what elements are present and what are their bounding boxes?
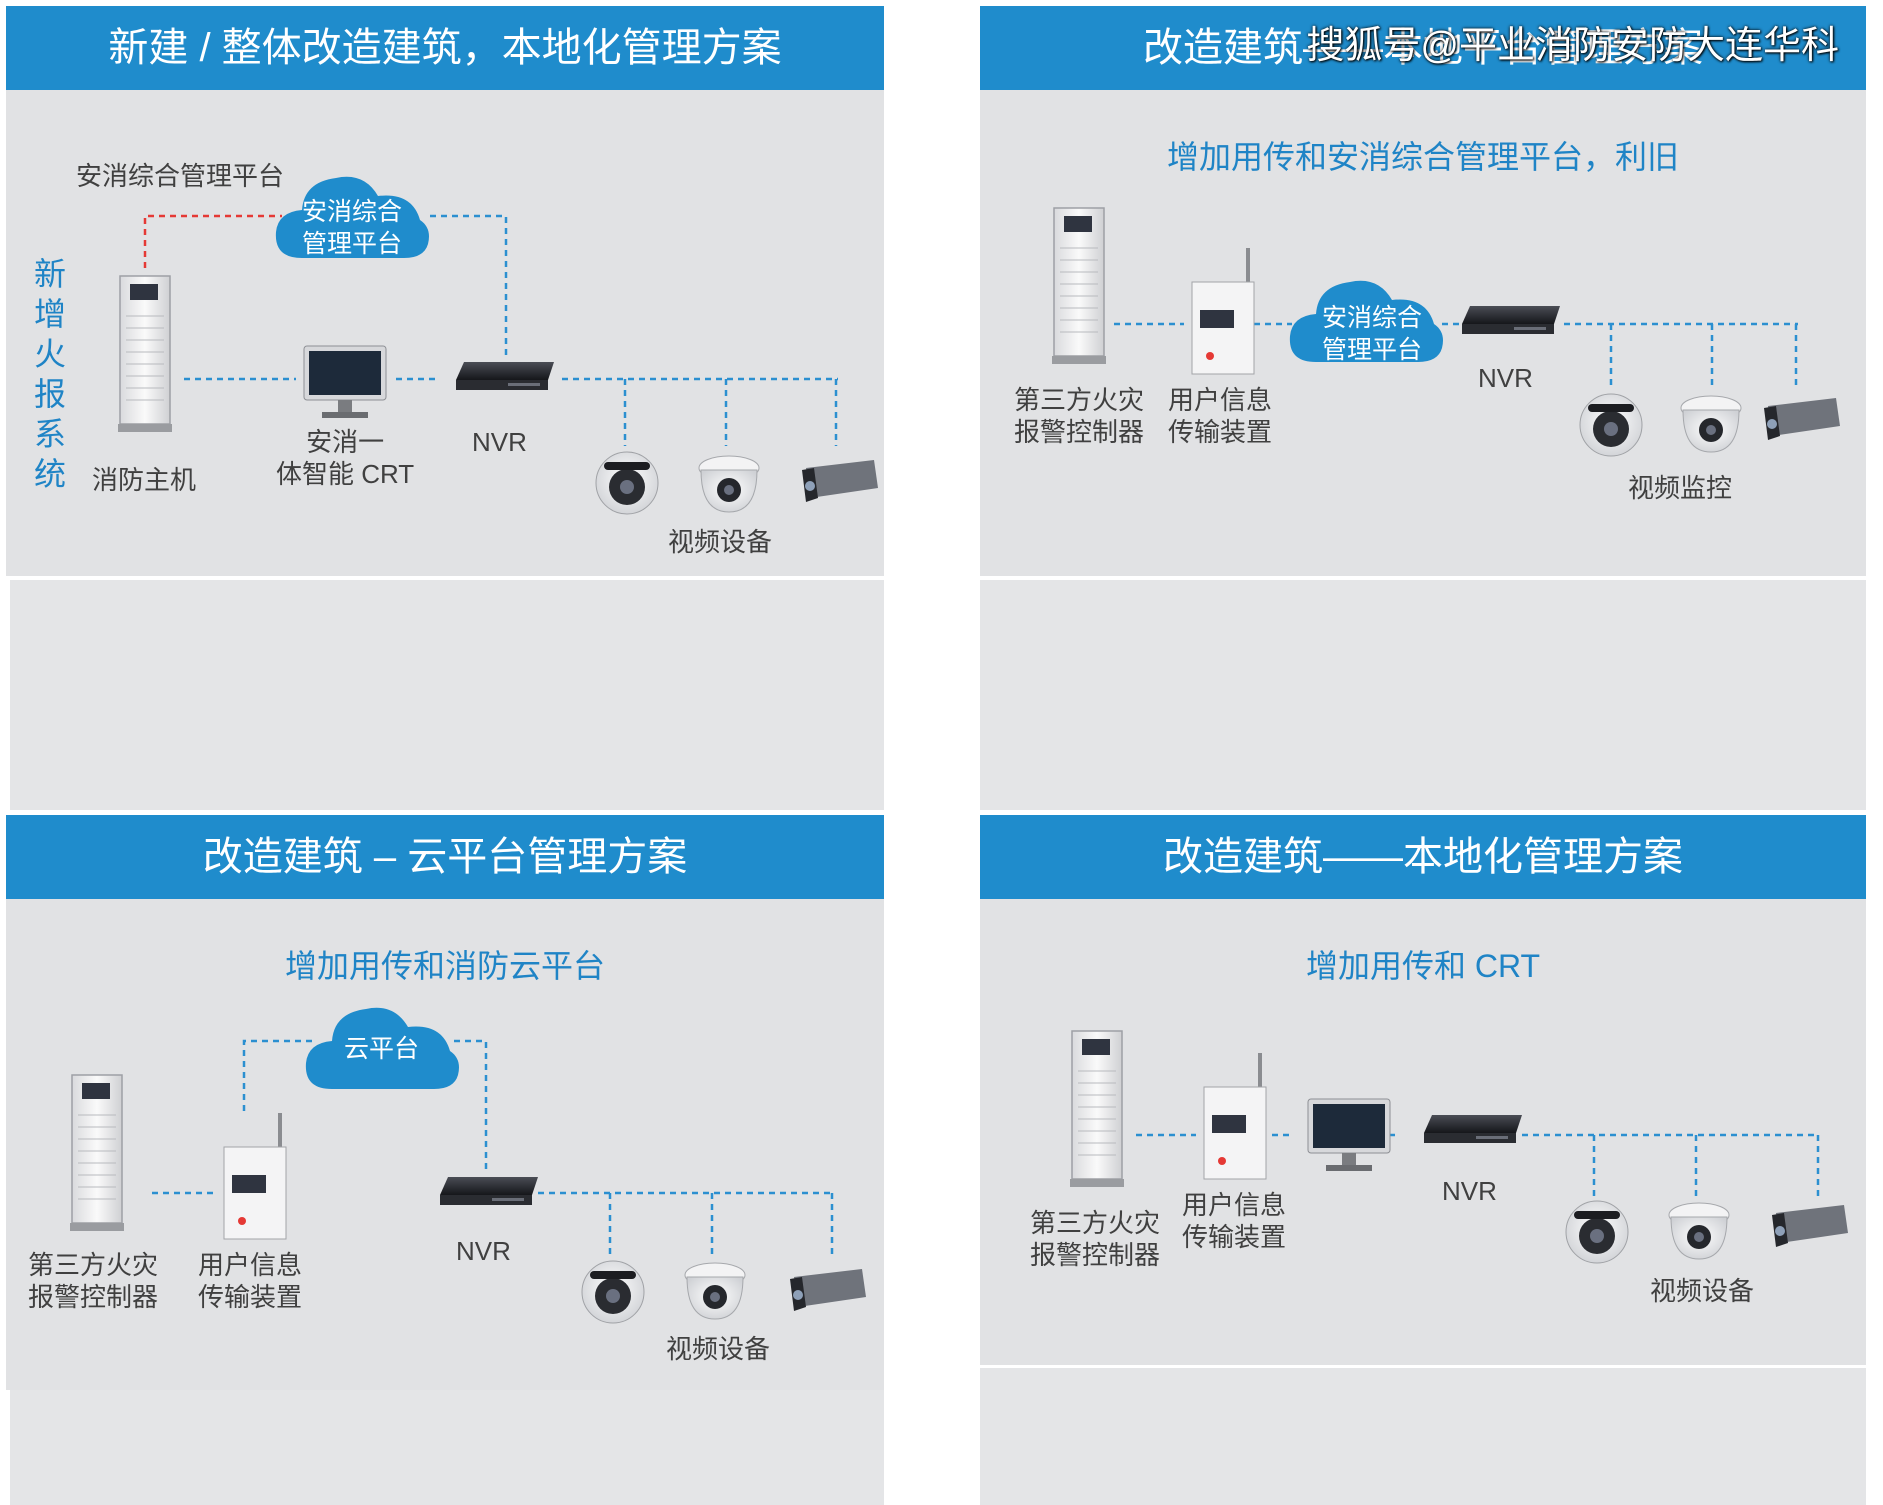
panel-subtitle: 增加用传和 CRT: [1305, 948, 1541, 984]
bullet-camera-icon: [1772, 1205, 1848, 1247]
video-label: 视频监控: [1628, 473, 1733, 503]
panel-local-platform: 改造建筑——本地平台管理方案 增加用传和安消综合管理平台，利旧 第三方火灾 报警…: [980, 6, 1866, 576]
transmitter-icon: [1191, 248, 1255, 375]
transmitter-icon: [1203, 1053, 1267, 1180]
transmitter-label: 用户信息 传输装置: [1168, 385, 1273, 447]
panel-title: 改造建筑 – 云平台管理方案: [6, 815, 884, 899]
bullet-camera-icon: [1764, 398, 1840, 440]
fisheye-camera-icon: [1579, 393, 1643, 457]
controller-label: 第三方火灾 报警控制器: [1014, 385, 1145, 447]
platform-label: 安消综合管理平台: [76, 161, 285, 191]
filler-block: [10, 1390, 884, 1505]
fire-cabinet-icon: [70, 1074, 124, 1231]
fisheye-camera-icon: [581, 1260, 645, 1324]
connection-lines: [152, 1039, 834, 1257]
nvr-label: NVR: [472, 427, 527, 457]
nvr-label: NVR: [456, 1236, 511, 1266]
crt-label: 安消一 体智能 CRT: [276, 427, 415, 489]
bullet-camera-icon: [790, 1269, 866, 1311]
cloud-label: 安消综合 管理平台: [1322, 304, 1423, 364]
dome-camera-icon: [698, 455, 760, 513]
panel-subtitle: 增加用传和安消综合管理平台，利旧: [1166, 139, 1679, 175]
cloud-icon: [305, 1007, 459, 1089]
panel-subtitle: 增加用传和消防云平台: [284, 948, 605, 984]
host-label: 消防主机: [92, 465, 197, 495]
transmitter-label: 用户信息 传输装置: [198, 1250, 303, 1312]
connection-lines: [143, 214, 838, 446]
panel-title: 改造建筑——本地平台管理方案: [980, 6, 1866, 90]
dome-camera-icon: [684, 1262, 746, 1320]
fisheye-camera-icon: [1565, 1200, 1629, 1264]
connection-lines: [1114, 322, 1798, 390]
nvr-icon: [456, 362, 554, 390]
panel-title: 改造建筑——本地化管理方案: [980, 815, 1866, 899]
panel-title: 新建 / 整体改造建筑，本地化管理方案: [6, 6, 884, 90]
panel-local-management: 改造建筑——本地化管理方案 增加用传和 CRT 第三方火灾 报警控制器 用户信息…: [980, 815, 1866, 1365]
dome-camera-icon: [1668, 1202, 1730, 1260]
connection-lines: [1136, 1133, 1820, 1197]
nvr-icon: [440, 1177, 538, 1205]
filler-block: [980, 1368, 1866, 1505]
video-label: 视频设备: [666, 1334, 771, 1364]
transmitter-icon: [223, 1113, 287, 1240]
filler-block: [980, 580, 1866, 810]
filler-block: [10, 580, 884, 810]
video-label: 视频设备: [1650, 1276, 1755, 1306]
transmitter-label: 用户信息 传输装置: [1182, 1190, 1287, 1252]
panel-cloud-platform: 改造建筑 – 云平台管理方案 增加用传和消防云平台 第三方火灾 报警控制器 用户…: [6, 815, 884, 1390]
cloud-label: 云平台: [344, 1035, 420, 1063]
bullet-camera-icon: [802, 460, 878, 502]
cloud-icon: [1289, 280, 1443, 362]
controller-label: 第三方火灾 报警控制器: [1030, 1208, 1161, 1270]
cloud-label: 安消综合 管理平台: [302, 198, 403, 258]
nvr-icon: [1424, 1115, 1522, 1143]
cloud-icon: [275, 176, 429, 258]
fire-cabinet-icon: [1070, 1030, 1124, 1187]
monitor-icon: [303, 345, 387, 418]
controller-label: 第三方火灾 报警控制器: [28, 1250, 159, 1312]
nvr-icon: [1462, 306, 1560, 334]
side-label: 新增火报系统: [33, 256, 66, 492]
fire-cabinet-icon: [1052, 207, 1106, 364]
watermark: 搜狐号@平业消防安防大连华科: [1306, 25, 1839, 67]
dome-camera-icon: [1680, 395, 1742, 453]
panel-new-building: 新建 / 整体改造建筑，本地化管理方案 安消综合管理平台 新增火报系统 安消综合…: [6, 6, 884, 576]
fisheye-camera-icon: [595, 451, 659, 515]
nvr-label: NVR: [1478, 363, 1533, 393]
fire-cabinet-icon: [118, 275, 172, 432]
monitor-icon: [1307, 1098, 1391, 1171]
nvr-label: NVR: [1442, 1176, 1497, 1206]
video-label: 视频设备: [668, 527, 773, 557]
